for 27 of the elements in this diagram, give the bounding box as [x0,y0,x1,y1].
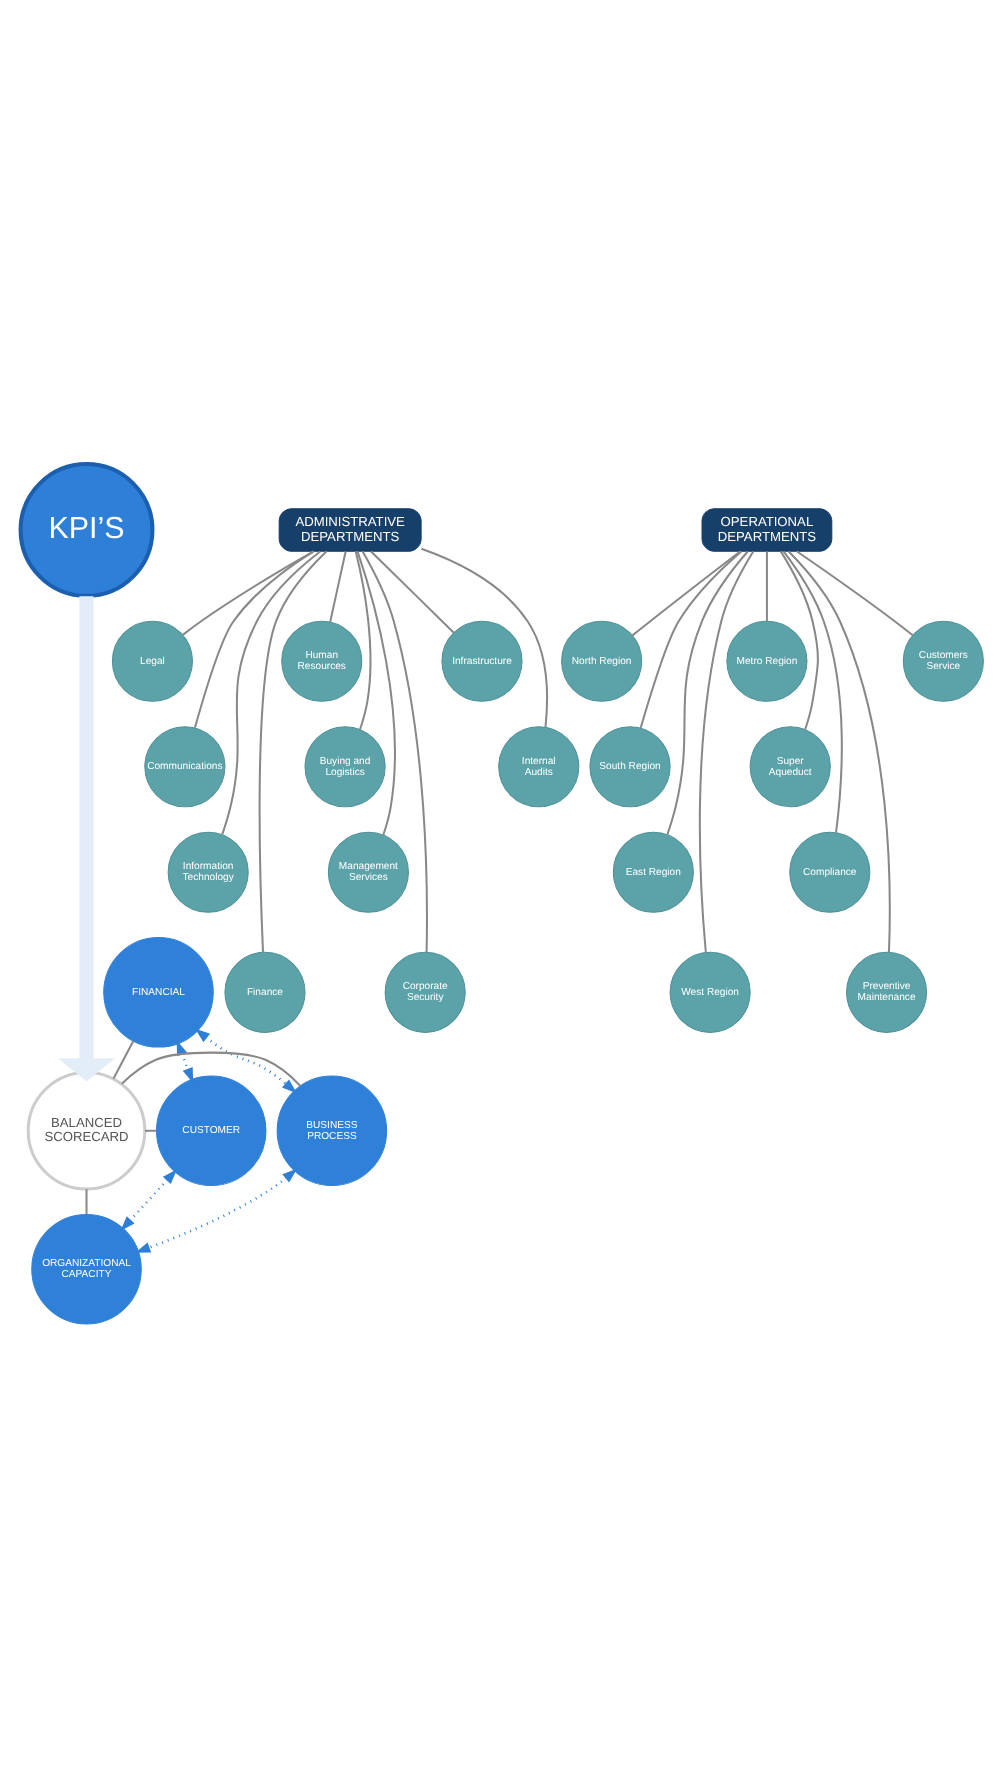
connector [370,549,455,633]
connector [194,549,315,727]
node-circle: KPI’S [18,461,155,597]
connector [85,1188,88,1214]
connector [421,546,548,727]
connector [361,549,428,952]
arrow [135,1167,298,1252]
connector [639,549,742,728]
arrow [57,595,116,1081]
connector [765,550,768,621]
connector [354,550,372,729]
connector [329,550,347,622]
connector [112,1039,135,1079]
connector [788,549,891,952]
connector [356,550,396,835]
connector [144,1128,157,1131]
arrow [120,1168,178,1231]
connector [698,549,755,952]
connector [782,549,843,832]
connector [631,549,742,636]
connector [182,549,314,635]
connector [666,549,749,834]
connector [779,549,819,729]
arrow [194,1027,298,1093]
connector [221,549,321,834]
connector [796,549,914,635]
connector [258,549,328,952]
